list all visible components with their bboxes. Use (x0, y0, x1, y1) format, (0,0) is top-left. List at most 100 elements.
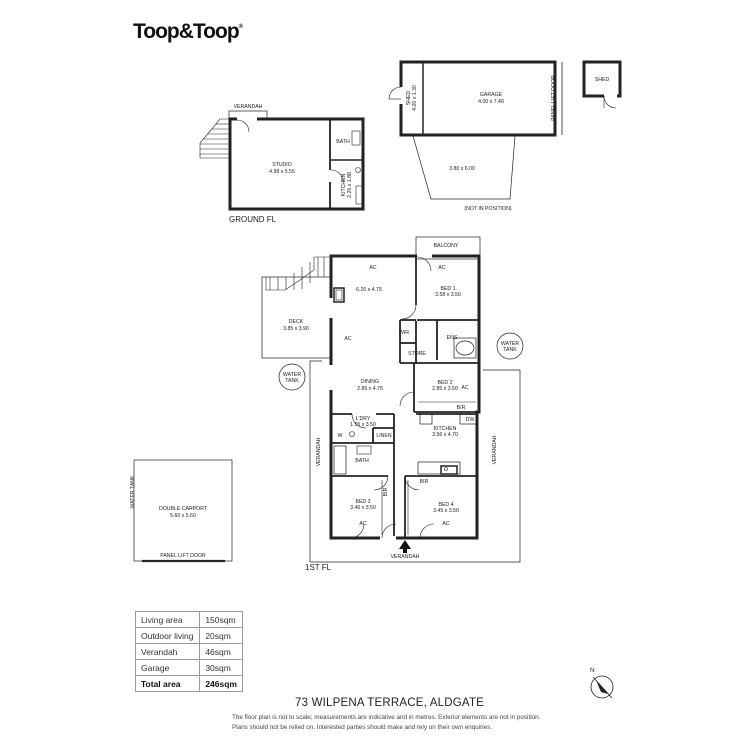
label-bed4-bir: BIR (420, 479, 429, 485)
area-value: 30sqm (199, 659, 243, 676)
label-ground-bath: BATH (336, 139, 350, 145)
label-living-ac: AC (369, 265, 376, 271)
label-bed3-bir: BIR (383, 487, 389, 496)
label-bed4-size: 3.45 x 3.50 (433, 508, 459, 514)
label-water-tank-right-2: TANK (503, 347, 517, 353)
label-carport: DOUBLE CARPORT (159, 506, 208, 512)
area-label: Garage (134, 659, 201, 676)
label-ens: ENS (447, 335, 458, 341)
disclaimer-line-2: Plans should not be relied on. Intereste… (232, 723, 493, 731)
label-bed2-ac: AC (461, 385, 468, 391)
label-deck: DECK (289, 319, 304, 325)
label-bed3-size: 3.46 x 3.50 (350, 505, 376, 511)
total-label: Total area (134, 675, 201, 692)
label-ground-kitchen-size: 2.26 x 1.88 (347, 172, 353, 198)
label-water-tank-left-1: WATER (283, 372, 301, 378)
ground-floor-title: GROUND FL (229, 215, 277, 224)
label-verandah-bottom: VERANDAH (391, 554, 420, 560)
studio-walls (228, 117, 365, 211)
label-ground-kitchen: KITCHEN (341, 173, 347, 196)
label-water-tank-left-2: TANK (285, 378, 299, 384)
label-bed3: BED 3 (356, 499, 371, 505)
label-not-in-position: (NOT IN POSITION) (464, 206, 511, 212)
label-apron-size: 3.80 x 6.00 (449, 166, 475, 172)
logo-mark: ® (238, 24, 244, 30)
label-bed4: BED 4 (439, 502, 454, 508)
studio-kitchen-bench (355, 185, 363, 205)
area-label: Outdoor living (134, 627, 201, 644)
first-floor-title: 1ST FL (305, 563, 332, 572)
label-verandah-left: VERANDAH (316, 437, 322, 466)
label-dw: DW (466, 417, 475, 423)
deck-outline (261, 276, 332, 359)
label-verandah-right: VERANDAH (492, 435, 498, 464)
disclaimer: The floor plan is not to scale; measurem… (232, 713, 612, 732)
label-bed2-bir: BIR (457, 405, 466, 411)
fireplace (333, 287, 345, 303)
area-label: Verandah (134, 643, 201, 660)
label-garage-panel-lift-door: PANEL LIFT DOOR (551, 75, 557, 121)
label-bed1-size: 3.58 x 3.50 (435, 292, 461, 298)
label-linen: LINEN (376, 433, 392, 439)
logo-text: Toop&Toop (133, 20, 240, 43)
label-ground-verandah: VERANDAH (234, 104, 263, 110)
studio-bath-fixture (351, 130, 361, 146)
label-kitchen: KITCHEN (434, 426, 457, 432)
balcony-outline (415, 236, 481, 260)
label-kitchen-size: 3.56 x 4.70 (432, 432, 458, 438)
shed-walls (582, 60, 622, 98)
label-bed2-size: 2.85 x 3.50 (432, 386, 458, 392)
property-address: 73 WILPENA TERRACE, ALDGATE (295, 697, 485, 709)
label-water-tank-right-1: WATER (501, 341, 519, 347)
label-bed3-ac: AC (359, 521, 366, 527)
label-bed1-ac: AC (438, 265, 445, 271)
north-compass (590, 675, 614, 699)
label-balcony: BALCONY (434, 243, 459, 249)
disclaimer-line-1: The floor plan is not to scale; measurem… (232, 714, 541, 721)
verandah-outline (309, 360, 521, 563)
label-store: STORE (408, 351, 426, 357)
entry-arrow-icon (399, 540, 411, 553)
label-side-shed: SHED (406, 91, 412, 106)
label-laundry-size: 1.55 x 3.50 (350, 422, 376, 428)
water-tank-right (496, 332, 524, 360)
label-side-shed-size: 4.00 x 1.30 (412, 85, 418, 111)
compass-label: N (590, 667, 595, 674)
label-studio-size: 4.98 x 5.55 (269, 169, 295, 175)
area-value: 150sqm (199, 611, 243, 628)
label-deck-size: 3.85 x 3.90 (283, 326, 309, 332)
ensuite-bath (455, 340, 475, 356)
label-w: W (338, 433, 343, 439)
label-garage-size: 4.00 x 7.40 (478, 99, 504, 105)
area-label: Living area (134, 611, 201, 628)
label-dining: DINING (361, 379, 379, 385)
label-dining-size: 2.85 x 4.75 (357, 386, 383, 392)
main-bath-tub (333, 445, 347, 475)
label-studio: STUDIO (272, 162, 292, 168)
water-tank-left (278, 363, 306, 391)
area-value: 20sqm (199, 627, 243, 644)
area-value: 46sqm (199, 643, 243, 660)
label-bed4-ac: AC (442, 521, 449, 527)
first-floor (133, 236, 524, 563)
label-bed1: BED 1 (441, 286, 456, 292)
label-garage: GARAGE (480, 92, 503, 98)
label-wir: WIR (399, 330, 409, 336)
label-carport-size: 5.60 x 5.60 (170, 513, 196, 519)
label-laundry: L'DRY (356, 416, 371, 422)
kitchen-island (417, 461, 461, 475)
total-value: 246sqm (199, 675, 243, 692)
label-carport-panel-lift-door: PANEL LIFT DOOR (160, 553, 206, 559)
brand-logo: Toop&Toop® (133, 20, 243, 44)
label-main-bath: BATH (355, 458, 369, 464)
label-bed2: BED 2 (438, 380, 453, 386)
ground-floor (199, 60, 622, 211)
ground-stairs (199, 118, 229, 159)
compass-needle-icon (596, 680, 608, 694)
